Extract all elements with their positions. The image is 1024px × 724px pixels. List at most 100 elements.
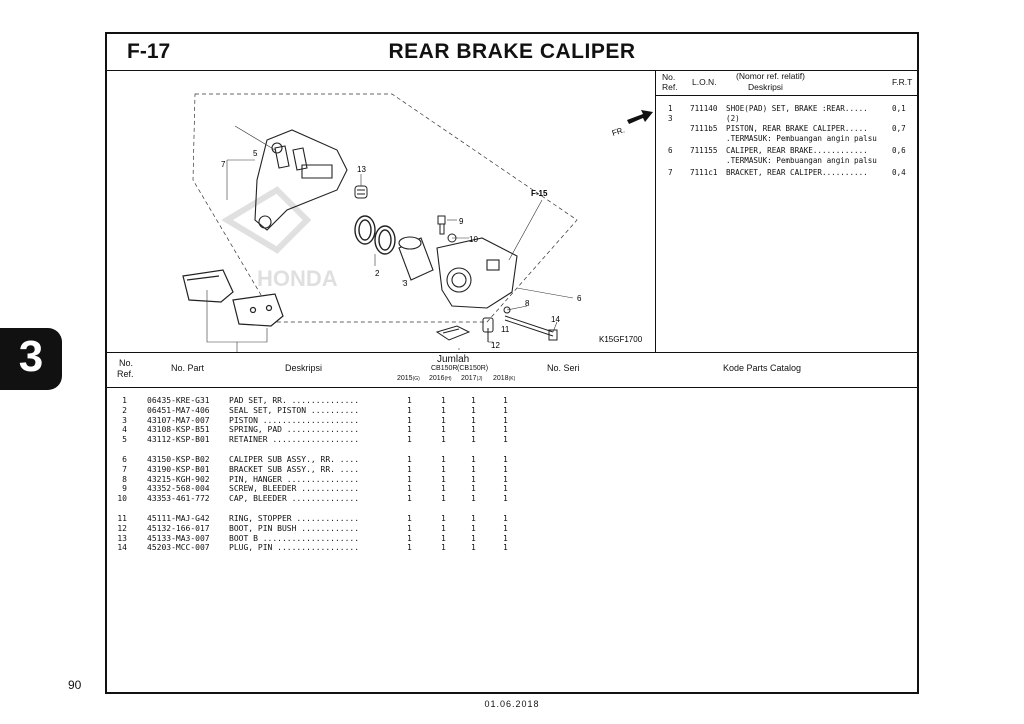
image-code: K15GF1700 (599, 335, 643, 344)
callout-6: 6 (577, 294, 582, 303)
cell-ref: 13 (117, 533, 127, 543)
cell-qty: 1 (441, 523, 446, 533)
cell-desc: RETAINER .................. (229, 435, 360, 445)
cell-desc: PLUG, PIN ................. (229, 543, 360, 553)
pin-parts (482, 306, 558, 342)
cell-qty: 1 (471, 455, 476, 464)
cell-qty: 1 (503, 514, 508, 523)
hdr-no-seri: No. Seri (547, 363, 580, 373)
cell-qty: 1 (441, 543, 446, 553)
cell-qty: 1 (407, 435, 412, 445)
cell-qty: 1 (441, 533, 446, 543)
exploded-diagram: HONDA (107, 70, 656, 352)
cell-qty: 1 (407, 533, 412, 543)
front-direction-arrow (627, 110, 653, 124)
cell-qty: 1 (471, 474, 476, 484)
section-tab-number: 3 (18, 332, 44, 381)
hdr-lon: L.O.N. (692, 77, 717, 87)
svg-text:HONDA: HONDA (257, 266, 338, 291)
cell-qty: 1 (503, 415, 508, 425)
cell-qty: 1 (407, 425, 412, 435)
cell-part: 43112-KSP-B01 (147, 435, 210, 445)
hdr-desc: Deskripsi (285, 363, 323, 373)
cell-qty: 1 (471, 543, 476, 553)
hdr-ref: Ref. (117, 369, 134, 379)
hdr-ref: Ref. (662, 82, 678, 92)
catalog-page-frame: F-17 REAR BRAKE CALIPER HONDA (105, 32, 919, 694)
hdr-model: CB150R (431, 365, 458, 372)
cell-qty: 1 (503, 484, 508, 494)
hdr-model-alt: (CB150R) (457, 365, 489, 372)
cell-desc: CAP, BLEEDER .............. (229, 494, 360, 504)
labor-reference-panel: No. Ref. L.O.N. (Nomor ref. relatif) Des… (656, 70, 919, 352)
cell-desc: RING, STOPPER ............. (229, 514, 360, 523)
cell-qty: 1 (471, 415, 476, 425)
cell-qty: 1 (503, 474, 508, 484)
piston-part (398, 236, 434, 281)
callout-4: 4 (461, 351, 466, 352)
table-row: 4 43108-KSP-B51 SPRING, PAD ..............… (107, 425, 917, 435)
callout-7: 7 (221, 160, 226, 169)
cell-part: 43108-KSP-B51 (147, 425, 210, 435)
cell-part: 43107-MA7-007 (147, 415, 210, 425)
cell-part: 45111-MAJ-G42 (147, 514, 210, 523)
cell-ref: 1 (122, 396, 127, 405)
cell-qty: 1 (471, 435, 476, 445)
cell-qty: 1 (471, 396, 476, 405)
cell-desc: BRACKET SUB ASSY., RR. .... (229, 464, 360, 474)
cell-qty: 1 (471, 464, 476, 474)
cell-qty: 1 (407, 405, 412, 415)
callout-8: 8 (525, 299, 530, 308)
hdr-2015: 2015(G) (397, 375, 420, 382)
cell-qty: 1 (441, 455, 446, 464)
cell-desc: SEAL SET, PISTON .......... (229, 405, 360, 415)
cell-qty: 1 (471, 523, 476, 533)
honda-watermark: HONDA (221, 186, 338, 291)
pad-spring-part (435, 325, 471, 341)
title-bar: F-17 REAR BRAKE CALIPER (107, 34, 917, 71)
cell-qty: 1 (407, 523, 412, 533)
callout-12: 12 (491, 341, 500, 350)
cell-ref: 4 (122, 425, 127, 435)
cell-qty: 1 (407, 543, 412, 553)
seal-rings (354, 215, 396, 255)
page-number: 90 (68, 678, 82, 692)
callout-13: 13 (357, 165, 366, 174)
hdr-no-part: No. Part (171, 363, 205, 373)
table-row: 1 1 45111-MAJ-G42 RING, STOPPER ...........… (107, 514, 917, 524)
cell-desc: PIN, HANGER ............... (229, 474, 360, 484)
cell-qty: 1 (471, 405, 476, 415)
cell-ref: 8 (122, 474, 127, 484)
cell-qty: 1 (503, 533, 508, 543)
cell-part: 43353-461-772 (147, 494, 210, 504)
cell-qty: 1 (441, 484, 446, 494)
hdr-no: No. (662, 72, 676, 82)
cell-qty: 1 (407, 514, 412, 523)
cell-qty: 1 (503, 405, 508, 415)
cell-part: 43150-KSP-B02 (147, 455, 210, 464)
cell-desc: SPRING, PAD ............... (229, 425, 360, 435)
cell-qty: 1 (503, 464, 508, 474)
cell-desc: BOOT, PIN BUSH ............ (229, 523, 360, 533)
cell-ref: 12 (117, 523, 127, 533)
cell-ref: 2 (122, 405, 127, 415)
cell-qty: 1 (407, 415, 412, 425)
cell-part: 43190-KSP-B01 (147, 464, 210, 474)
diagram-svg: HONDA (182, 93, 653, 352)
cell-part: 45133-MA3-007 (147, 533, 210, 543)
cell-qty: 1 (441, 396, 446, 405)
hdr-no: No. (119, 358, 134, 368)
cell-qty: 1 (441, 464, 446, 474)
cell-qty: 1 (503, 396, 508, 405)
cell-qty: 1 (441, 425, 446, 435)
cell-qty: 1 (471, 494, 476, 504)
cell-qty: 1 (407, 455, 412, 464)
